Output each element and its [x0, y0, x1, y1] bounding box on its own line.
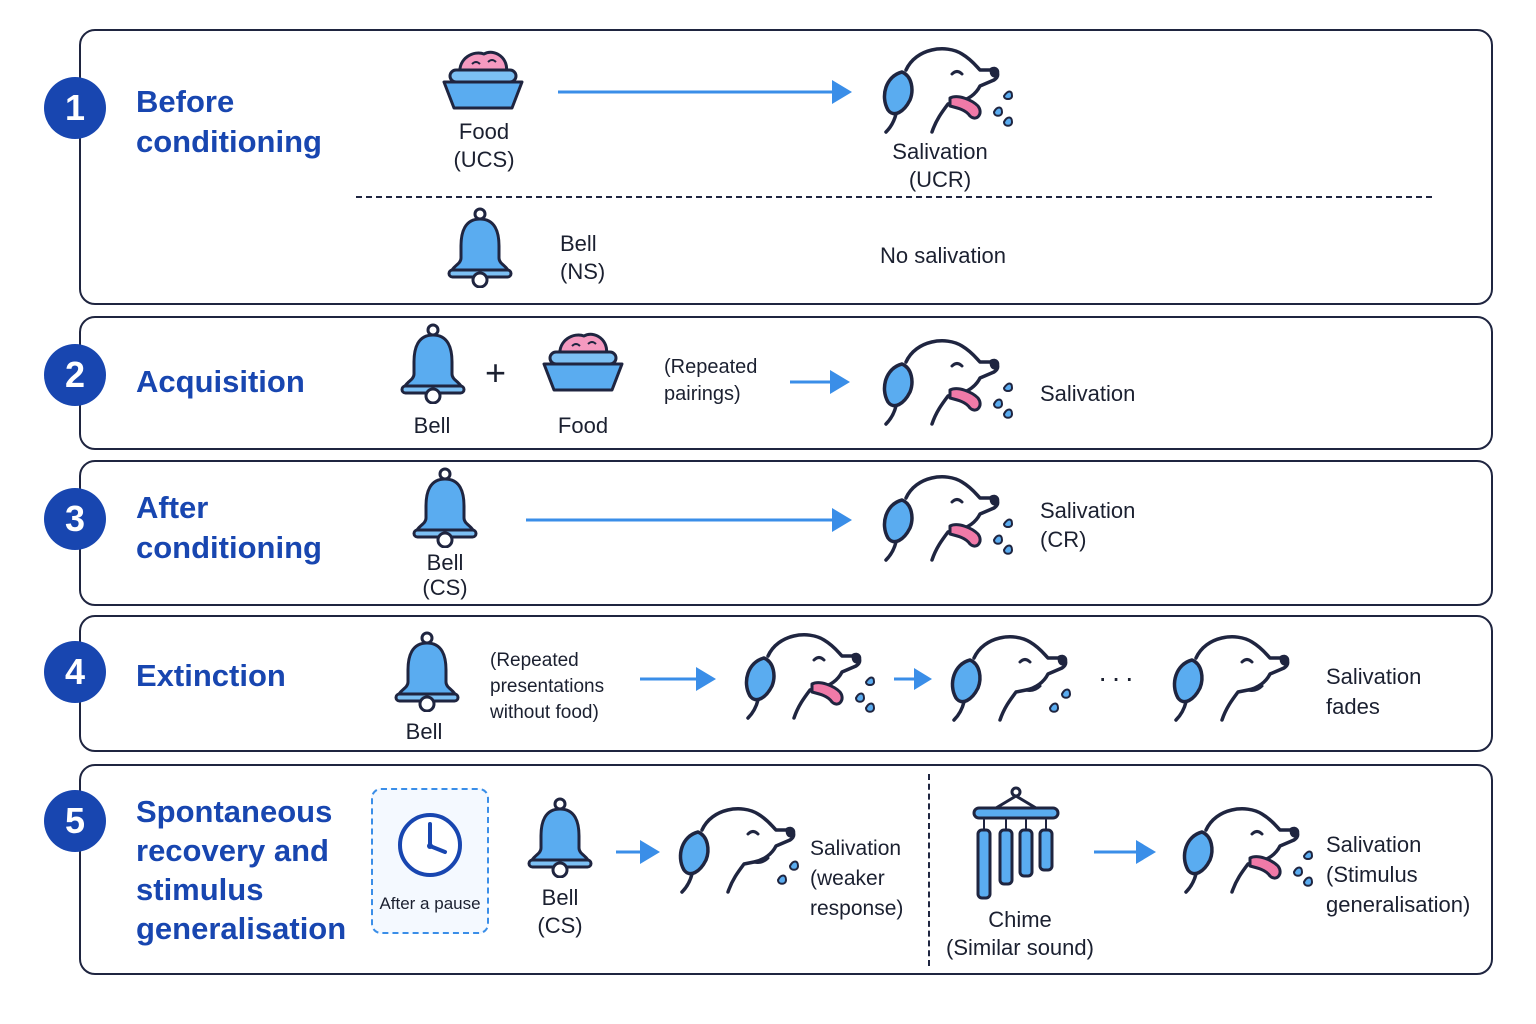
stage-4-number: 4 — [44, 641, 106, 703]
stage-2-title: Acquisition — [136, 364, 305, 399]
salivation-fades-label: Salivation fades — [1326, 664, 1422, 719]
stage-4-bell-label: Bell — [405, 719, 443, 744]
arrow-icon — [558, 80, 852, 104]
stage-3-panel — [79, 460, 1493, 606]
dog-plain-icon — [1166, 628, 1316, 728]
stage-3-number: 3 — [44, 488, 106, 550]
bell-icon — [392, 630, 462, 712]
stage-2-number: 2 — [44, 344, 106, 406]
clock-icon — [395, 810, 465, 880]
stage-2-food-label: Food — [557, 413, 609, 438]
bell-icon — [445, 206, 515, 288]
stage-2-salivation-label: Salivation — [1040, 381, 1136, 406]
stage-1-number: 1 — [44, 77, 106, 139]
stage-2-bell-label: Bell — [413, 413, 451, 438]
arrow-icon — [1094, 840, 1156, 864]
dog-drops-icon — [672, 800, 822, 900]
stage-3-salivation-label: Salivation (CR) — [1040, 498, 1136, 552]
arrow-icon — [640, 667, 716, 691]
chime-label: Chime (Similar sound) — [946, 907, 1094, 960]
stage-3-bell-label: Bell (CS) — [422, 550, 468, 600]
stage-2-note: (Repeated pairings) — [664, 356, 758, 405]
stage-5-title: Spontaneous recovery and stimulus genera… — [136, 794, 347, 946]
stage-1-salivation-label: Salivation (UCR) — [892, 139, 988, 192]
stage-1-food-label: Food (UCS) — [453, 119, 515, 172]
bell-icon — [525, 796, 595, 878]
arrow-icon — [790, 370, 850, 394]
arrow-icon — [526, 508, 852, 532]
stage-1-title: Before conditioning — [136, 84, 322, 159]
dog-drops-icon — [944, 628, 1094, 728]
dog-tongue-icon — [876, 332, 1026, 432]
arrow-icon — [894, 668, 932, 690]
stage-4-note: (Repeated presentations without food) — [490, 650, 605, 723]
bell-icon — [410, 466, 480, 548]
dog-tongue-icon — [876, 40, 1026, 140]
stage-4-title: Extinction — [136, 658, 286, 693]
divider-line — [356, 196, 1432, 198]
dog-tongue-icon — [1176, 800, 1326, 900]
weaker-response-label: Salivation (weaker response) — [810, 837, 904, 920]
wind-chime-icon — [968, 786, 1064, 902]
vertical-divider — [928, 774, 930, 966]
bell-icon — [398, 322, 468, 404]
stage-1-bell-label: Bell (NS) — [560, 231, 606, 284]
dog-tongue-icon — [738, 626, 888, 726]
stage-5-bell-label: Bell (CS) — [537, 885, 583, 938]
stage-1-panel — [79, 29, 1493, 305]
generalisation-label: Salivation (Stimulus generalisation) — [1326, 832, 1471, 917]
after-pause-label: After a pause — [379, 894, 481, 913]
dog-tongue-icon — [876, 468, 1026, 568]
food-bowl-icon — [438, 44, 528, 114]
stage-5-number: 5 — [44, 790, 106, 852]
no-salivation-label: No salivation — [880, 243, 1006, 268]
food-bowl-icon — [538, 326, 628, 396]
arrow-icon — [616, 840, 660, 864]
stage-3-title: After conditioning — [136, 490, 322, 565]
plus-sign: + — [485, 352, 507, 393]
ellipsis: ··· — [1098, 662, 1138, 693]
